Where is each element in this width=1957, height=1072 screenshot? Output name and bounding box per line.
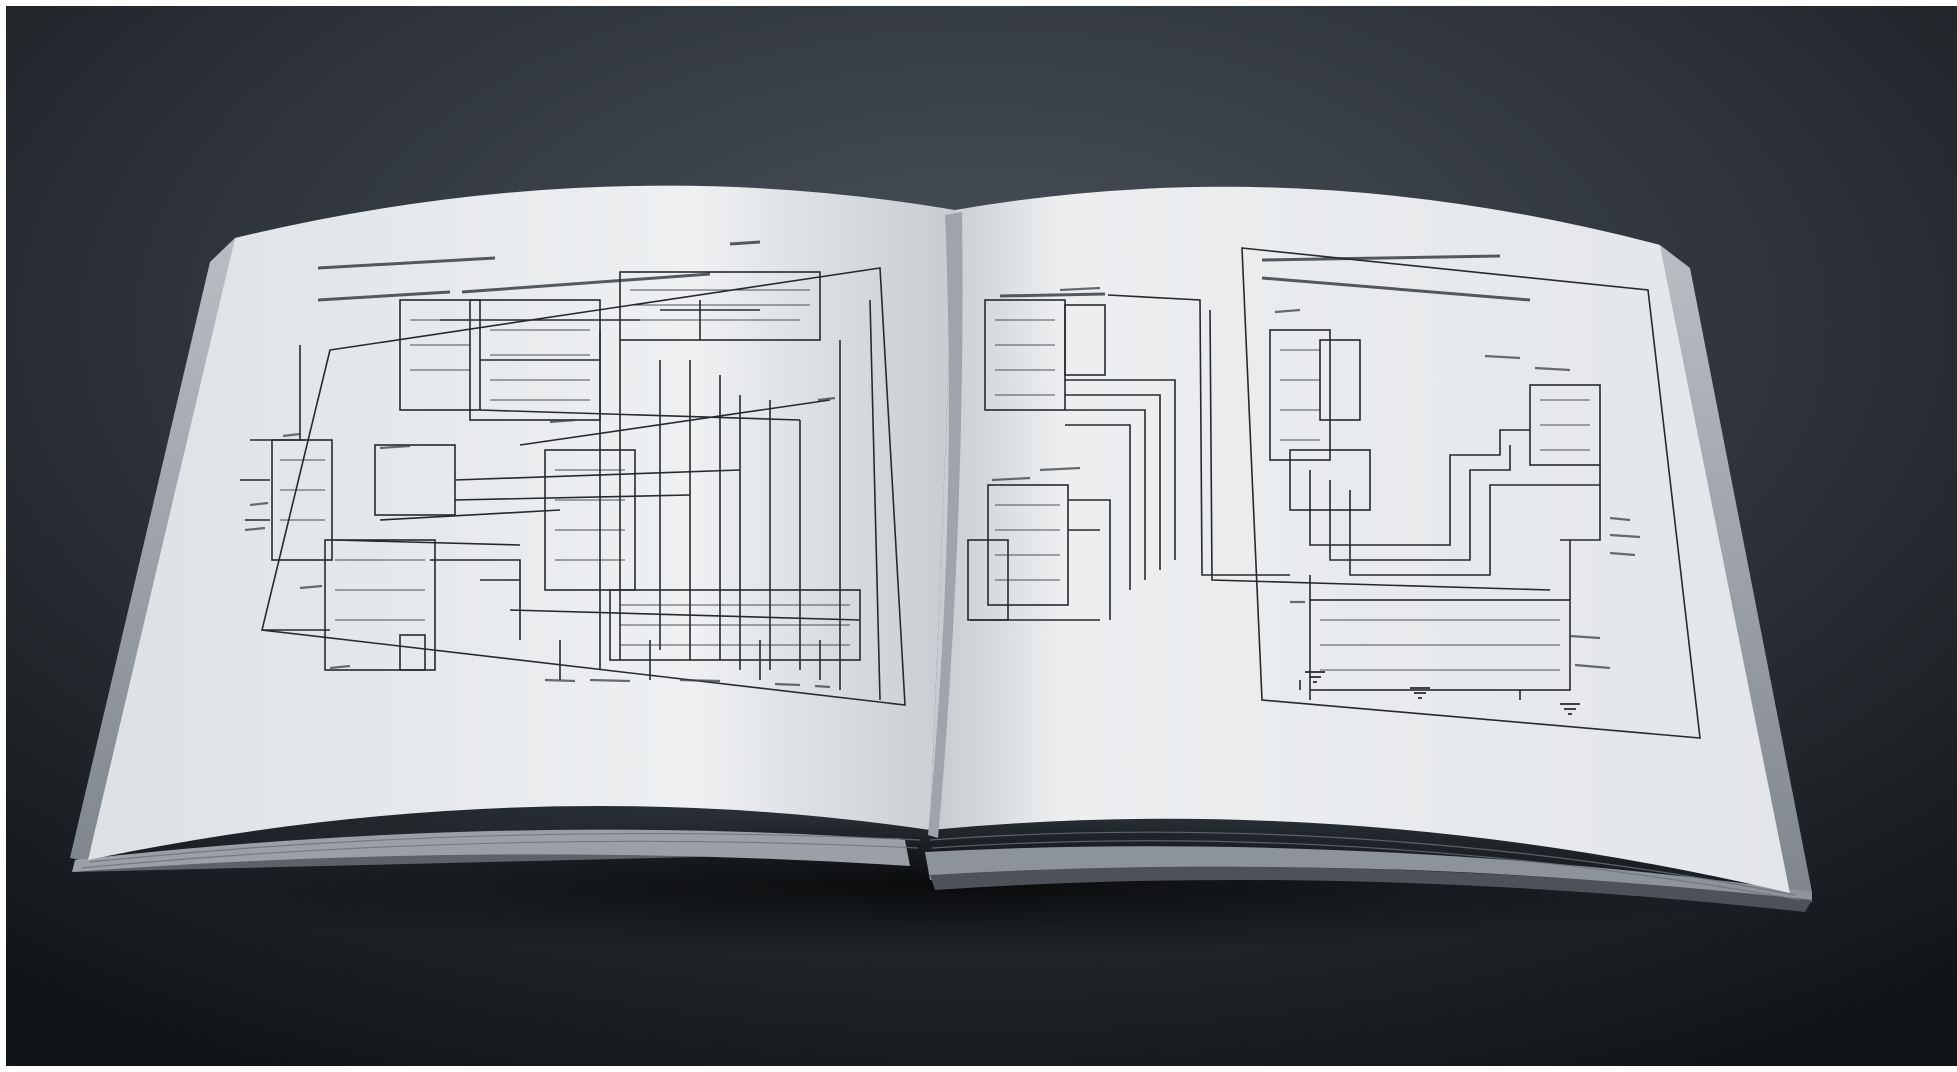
right-page [930,186,1790,894]
right-page-heading [999,254,1531,302]
left-page [88,185,955,861]
right-page-schematic [967,247,1701,739]
spine-gutter [928,212,963,838]
right-page-edge [1660,245,1812,893]
left-page-schematic [240,240,906,706]
left-page-edge [70,238,235,862]
left-page-heading [317,240,761,302]
